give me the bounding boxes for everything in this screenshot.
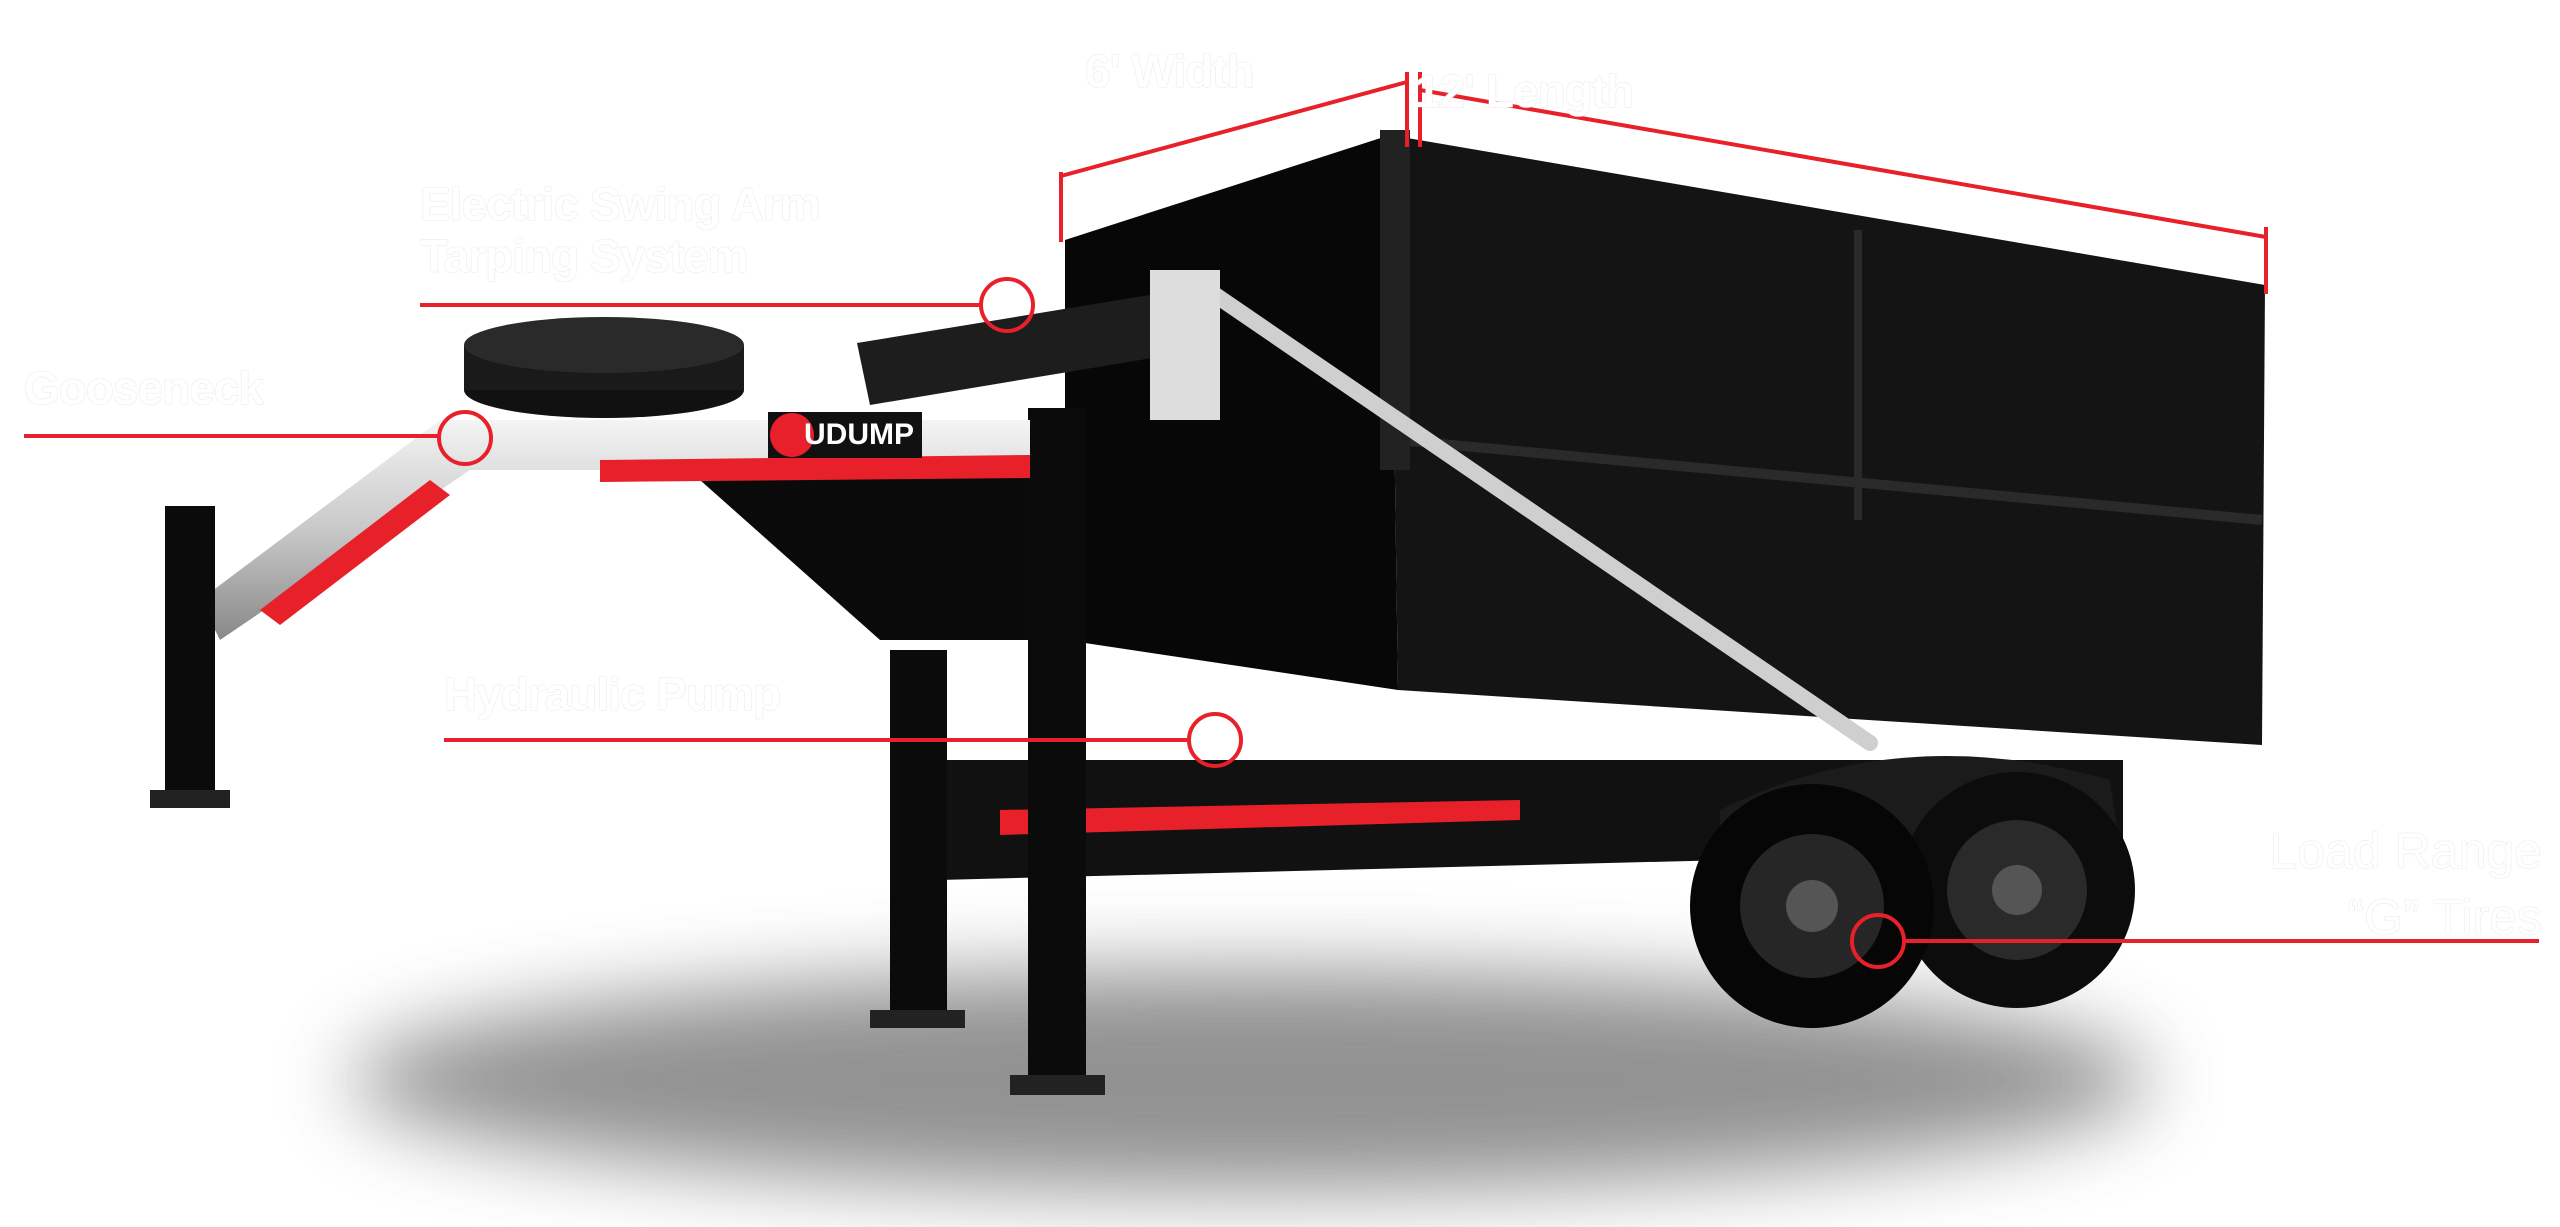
gooseneck-label: Gooseneck xyxy=(24,362,264,414)
tires-label-line1: Load Range xyxy=(2269,823,2542,879)
gooseneck-beam xyxy=(200,420,1030,640)
spare-tire xyxy=(464,317,744,418)
width-dimension-line xyxy=(1059,72,1409,242)
tires-label-line2: “G” Tires xyxy=(2347,889,2542,945)
tarping-label-line2: Tarping System xyxy=(420,230,749,282)
tires-label: Load Range “G” Tires xyxy=(2270,818,2542,950)
tarping-label-line1: Electric Swing Arm xyxy=(420,178,821,230)
dump-box-side xyxy=(1390,135,2265,745)
front-support-leg xyxy=(1028,408,1086,1088)
udump-logo xyxy=(768,412,922,458)
length-dimension-line xyxy=(1418,72,2268,294)
length-label: 12' Length xyxy=(1415,65,1634,117)
tarping-system-label: Electric Swing Arm Tarping System xyxy=(420,178,821,282)
dump-box-front xyxy=(1065,135,1398,690)
udump-logo-text: UDUMP xyxy=(804,418,914,451)
tarp-roll xyxy=(857,290,1200,405)
ground-shadow xyxy=(350,970,2150,1190)
hydraulic-pump-label: Hydraulic Pump xyxy=(444,668,781,720)
tarping-callout-line xyxy=(420,277,1035,333)
gooseneck-callout-line xyxy=(24,410,493,466)
front-wheel xyxy=(1690,784,1934,1028)
coupler-jack xyxy=(165,506,215,806)
rear-wheel xyxy=(1899,772,2135,1008)
rear-support-leg xyxy=(890,650,947,1028)
hydraulic-pump-callout-line xyxy=(444,712,1243,768)
tarp-swing-arm xyxy=(1200,282,1878,751)
tires-callout-line xyxy=(1850,913,2539,969)
width-label: 6' Width xyxy=(1085,45,1255,97)
